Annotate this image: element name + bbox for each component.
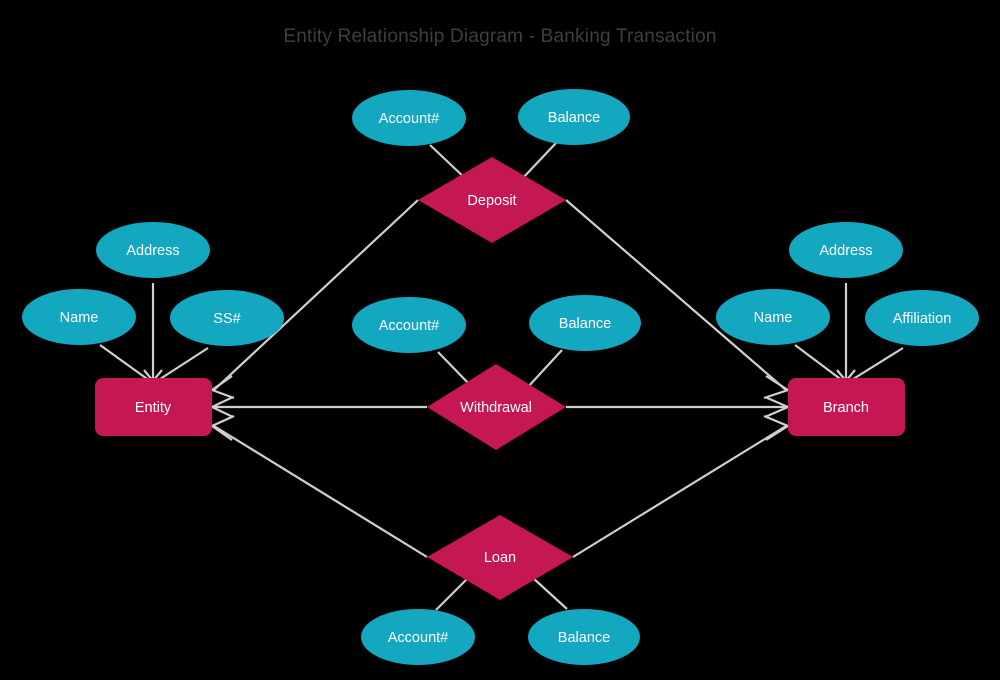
branch-name-label: Name <box>754 310 793 326</box>
relationship-loan[interactable]: Loan <box>427 515 573 600</box>
attribute-entity-address[interactable]: Address <box>96 222 210 278</box>
page-title: Entity Relationship Diagram - Banking Tr… <box>283 26 716 47</box>
edge-entity-loan <box>213 425 428 558</box>
edge-withdrawal-balance <box>526 349 563 389</box>
edge-entity-name <box>99 344 151 382</box>
entity-address-label: Address <box>126 243 179 259</box>
relationship-deposit[interactable]: Deposit <box>418 157 566 243</box>
entity-name-label: Name <box>60 310 99 326</box>
deposit-diamond[interactable] <box>418 157 566 243</box>
entity-name-ellipse[interactable] <box>22 289 136 345</box>
attribute-branch-affiliation[interactable]: Affiliation <box>865 290 979 346</box>
attribute-withdrawal-balance[interactable]: Balance <box>529 295 641 351</box>
withdrawal-account-label: Account# <box>379 318 439 334</box>
edge-layer <box>99 142 904 611</box>
attribute-withdrawal-account[interactable]: Account# <box>352 297 466 353</box>
loan-balance-label: Balance <box>558 630 610 646</box>
loan-balance-ellipse[interactable] <box>528 609 640 665</box>
entity-branch[interactable]: Branch <box>788 378 905 436</box>
loan-account-label: Account# <box>388 630 448 646</box>
branch-affiliation-ellipse[interactable] <box>865 290 979 346</box>
edge-loan-account <box>435 577 469 611</box>
edge-loan-branch <box>572 425 787 558</box>
entity-rect[interactable] <box>95 378 212 436</box>
edge-deposit-account <box>429 144 468 181</box>
edge-entity-deposit <box>213 199 419 391</box>
branch-name-ellipse[interactable] <box>716 289 830 345</box>
entity-ss-ellipse[interactable] <box>170 290 284 346</box>
edge-entity-ss <box>156 347 209 382</box>
loan-label: Loan <box>484 550 516 566</box>
entity-entity[interactable]: Entity <box>95 378 212 436</box>
attribute-loan-balance[interactable]: Balance <box>528 609 640 665</box>
loan-diamond[interactable] <box>427 515 573 600</box>
branch-rect[interactable] <box>788 378 905 436</box>
arrowhead-entity-deposit <box>209 375 235 400</box>
arrowhead-branch-deposit <box>763 375 791 400</box>
entity-ss-label: SS# <box>213 311 240 327</box>
withdrawal-diamond[interactable] <box>427 364 566 450</box>
entity-label: Entity <box>135 400 172 416</box>
deposit-account-ellipse[interactable] <box>352 90 466 146</box>
edge-loan-balance <box>532 577 568 610</box>
relationship-withdrawal[interactable]: Withdrawal <box>427 364 566 450</box>
withdrawal-account-ellipse[interactable] <box>352 297 466 353</box>
branch-label: Branch <box>823 400 869 416</box>
deposit-label: Deposit <box>467 193 516 209</box>
loan-account-ellipse[interactable] <box>361 609 475 665</box>
attribute-branch-address[interactable]: Address <box>789 222 903 278</box>
branch-address-ellipse[interactable] <box>789 222 903 278</box>
withdrawal-balance-ellipse[interactable] <box>529 295 641 351</box>
deposit-account-label: Account# <box>379 111 439 127</box>
edge-deposit-balance <box>520 142 557 181</box>
attribute-branch-name[interactable]: Name <box>716 289 830 345</box>
attribute-entity-ss[interactable]: SS# <box>170 290 284 346</box>
attribute-loan-account[interactable]: Account# <box>361 609 475 665</box>
edge-branch-name <box>794 344 844 382</box>
edge-branch-affiliation <box>849 347 904 382</box>
deposit-balance-label: Balance <box>548 110 600 126</box>
withdrawal-label: Withdrawal <box>460 400 532 416</box>
entity-address-ellipse[interactable] <box>96 222 210 278</box>
withdrawal-balance-label: Balance <box>559 316 611 332</box>
attribute-entity-name[interactable]: Name <box>22 289 136 345</box>
deposit-balance-ellipse[interactable] <box>518 89 630 145</box>
branch-address-label: Address <box>819 243 872 259</box>
branch-affiliation-label: Affiliation <box>893 311 952 327</box>
attribute-deposit-account[interactable]: Account# <box>352 90 466 146</box>
attribute-deposit-balance[interactable]: Balance <box>518 89 630 145</box>
edge-deposit-branch <box>565 199 787 391</box>
